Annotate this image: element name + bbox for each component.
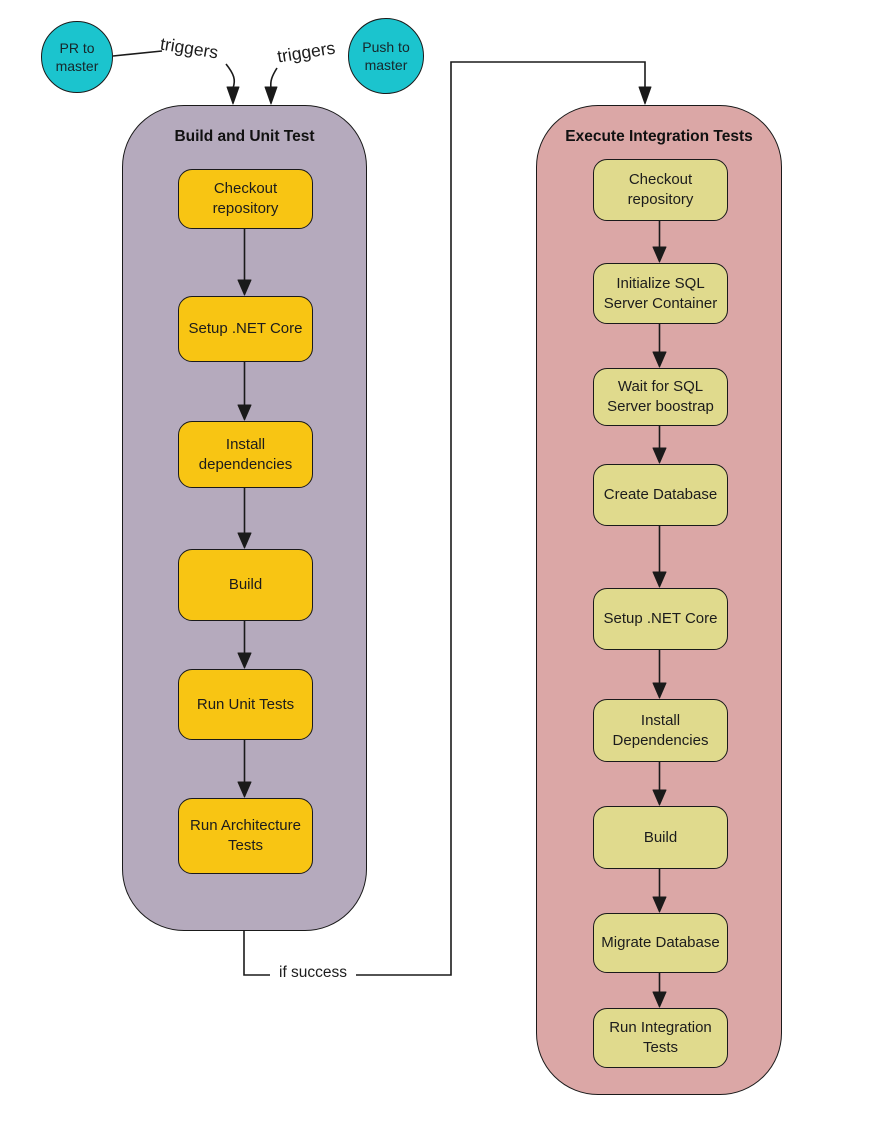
triggers-label-1: triggers [158,33,220,63]
int-step-run-int-tests: Run Integration Tests [593,1008,728,1068]
if-success-label: if success [270,963,357,983]
pr-to-master-circle: PR to master [41,21,113,93]
build-step-install-deps: Install dependencies [178,421,313,488]
trigger-arrowhead-1 [226,86,240,105]
execute-integration-tests-group: Execute Integration Tests Checkout repos… [536,105,782,1095]
build-group-title: Build and Unit Test [174,128,315,145]
int-step-wait-sql: Wait for SQL Server boostrap [593,368,728,426]
build-step-run-arch-tests: Run Architecture Tests [178,798,313,874]
trigger-arrowhead-2 [264,86,278,105]
int-step-install-deps: Install Dependencies [593,699,728,762]
int-step-build: Build [593,806,728,869]
if-success-arrowhead [638,86,652,105]
build-and-unit-test-group: Build and Unit Test Checkout repository … [122,105,367,931]
int-step-setup-dotnet: Setup .NET Core [593,588,728,650]
build-step-setup-dotnet: Setup .NET Core [178,296,313,362]
trigger-arrow-2 [269,67,278,89]
push-to-master-label: Push to master [362,38,410,73]
int-step-migrate-db: Migrate Database [593,913,728,973]
integration-group-title: Execute Integration Tests [565,128,753,145]
pr-to-master-label: PR to master [55,39,99,74]
int-step-create-db: Create Database [593,464,728,526]
int-step-checkout: Checkout repository [593,159,728,221]
build-step-build: Build [178,549,313,621]
build-step-run-unit-tests: Run Unit Tests [178,669,313,740]
pr-trigger-line [112,50,163,57]
triggers-label-2: triggers [275,37,337,67]
build-step-checkout: Checkout repository [178,169,313,229]
push-to-master-circle: Push to master [348,18,424,94]
trigger-arrow-1 [225,63,236,89]
int-step-init-sql: Initialize SQL Server Container [593,263,728,324]
